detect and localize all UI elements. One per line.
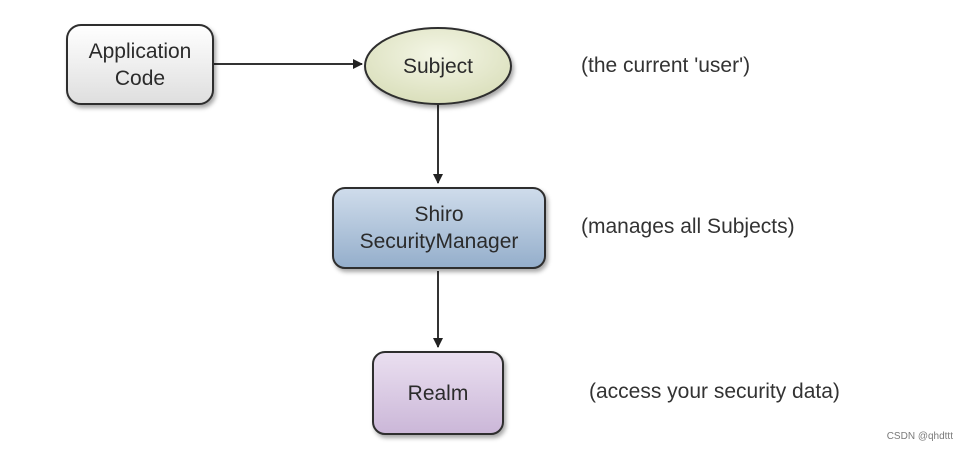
subject-ellipse [364,27,512,105]
realm-box [372,351,504,435]
subject-note: (the current 'user') [581,54,751,77]
application-code-label: Application Code [88,39,192,90]
realm-label: Realm [407,381,469,405]
security-manager-label: Shiro SecurityManager [359,203,519,253]
watermark: CSDN @qhdttt [886,431,953,442]
security-manager-note: (manages all Subjects) [581,215,795,238]
subject-label: Subject [402,54,474,78]
realm-note: (access your security data) [589,380,840,403]
application-code-box [66,24,214,105]
security-manager-box [332,187,546,269]
